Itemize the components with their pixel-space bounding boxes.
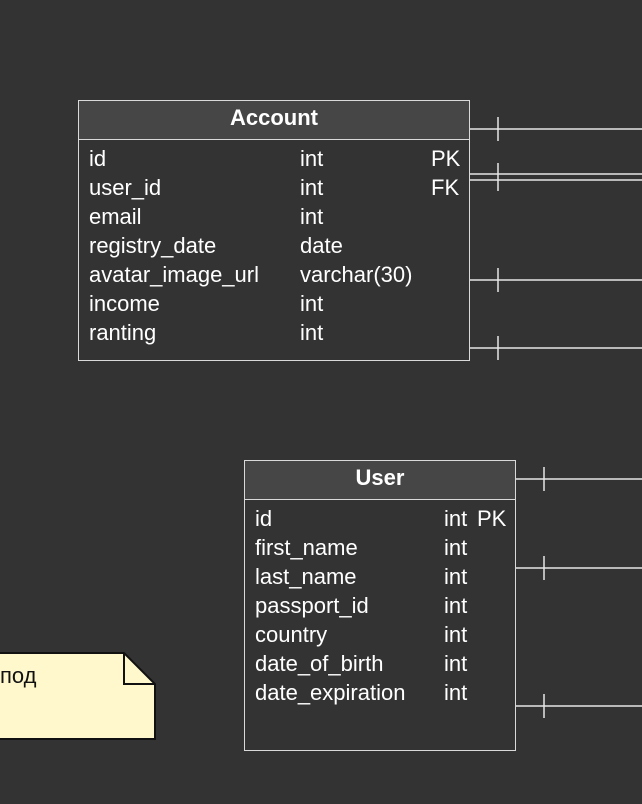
column-name: date_expiration [255,680,406,705]
connector-account-avatar[interactable] [470,268,642,292]
user-title: User [245,461,515,500]
table-row[interactable]: id int PK [255,504,507,533]
table-row[interactable]: date_of_birth int [255,649,507,678]
column-name: income [89,291,160,316]
column-type: varchar(30) [300,262,413,287]
account-entity[interactable]: Account id int PK user_id int FK email i… [78,100,470,361]
column-type: date [300,233,343,258]
column-name: registry_date [89,233,217,258]
note-text: под [0,663,37,688]
connector-user-bottom[interactable] [516,694,642,718]
note-shape[interactable] [0,652,156,740]
column-type: int [444,680,468,705]
connector-account-user-id[interactable] [470,163,642,191]
column-type: int [300,204,324,229]
table-row[interactable]: passport_id int [255,591,507,620]
column-key: FK [431,175,460,200]
connector-account-id[interactable] [470,117,642,141]
column-name: id [255,506,273,531]
column-type: int [300,146,324,171]
account-columns: id int PK user_id int FK email int regis… [79,140,469,347]
column-name: first_name [255,535,358,560]
column-name: ranting [89,320,157,345]
column-type: int [300,175,324,200]
column-name: passport_id [255,593,369,618]
column-name: country [255,622,328,647]
account-title: Account [79,101,469,140]
table-row[interactable]: registry_date date [89,231,461,260]
column-name: last_name [255,564,357,589]
user-columns: id int PK first_name int last_name int p… [245,500,515,707]
column-type: int [444,651,468,676]
table-row[interactable]: email int [89,202,461,231]
column-type: int [444,593,468,618]
table-row[interactable]: ranting int [89,318,461,347]
column-type: int [444,535,468,560]
connector-user-middle[interactable] [516,556,642,580]
column-name: date_of_birth [255,651,384,676]
table-row[interactable]: last_name int [255,562,507,591]
user-entity[interactable]: User id int PK first_name int last_name … [244,460,516,751]
column-type: int [444,506,468,531]
table-row[interactable]: income int [89,289,461,318]
column-name: id [89,146,107,171]
column-type: int [444,564,468,589]
column-key: PK [477,506,507,531]
column-type: int [300,291,324,316]
column-type: int [300,320,324,345]
column-key: PK [431,146,461,171]
table-row[interactable]: first_name int [255,533,507,562]
column-name: user_id [89,175,162,200]
connector-user-top[interactable] [516,467,642,491]
column-type: int [444,622,468,647]
column-name: email [89,204,142,229]
table-row[interactable]: country int [255,620,507,649]
table-row[interactable]: user_id int FK [89,173,461,202]
table-row[interactable]: id int PK [89,144,461,173]
table-row[interactable]: avatar_image_url varchar(30) [89,260,461,289]
column-name: avatar_image_url [89,262,259,287]
connector-account-bottom[interactable] [470,336,642,360]
table-row[interactable]: date_expiration int [255,678,507,707]
